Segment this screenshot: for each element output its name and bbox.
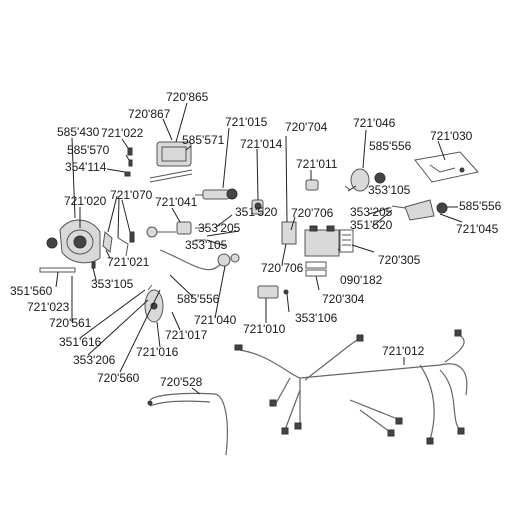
label-721045: 721'045 xyxy=(456,222,499,236)
label-585570: 585'570 xyxy=(67,143,110,157)
label-720528: 720'528 xyxy=(160,375,203,389)
label-351520a: 351'520 xyxy=(235,205,278,219)
label-721016: 721'016 xyxy=(136,345,179,359)
pad-part xyxy=(305,261,327,277)
wire-720528-part xyxy=(147,392,228,456)
fastener-parts-top-left xyxy=(124,147,133,177)
label-720304: 720'304 xyxy=(322,292,365,306)
label-585430: 585'430 xyxy=(57,125,100,139)
label-721040: 721'040 xyxy=(194,313,237,327)
switch-721010-part xyxy=(257,285,289,299)
label-721010: 721'010 xyxy=(243,322,286,336)
label-721012: 721'012 xyxy=(382,344,425,358)
label-721046: 721'046 xyxy=(353,116,396,130)
label-721023: 721'023 xyxy=(27,300,70,314)
main-harness-part xyxy=(234,329,468,445)
leader-lines xyxy=(55,102,463,395)
battery-part xyxy=(281,221,354,257)
label-090182: 090'182 xyxy=(340,273,383,287)
headlamp-part xyxy=(46,219,101,264)
label-351560: 351'560 xyxy=(10,284,53,298)
label-353106: 353'106 xyxy=(295,311,338,325)
label-721041: 721'041 xyxy=(155,195,198,209)
label-585571: 585'571 xyxy=(182,133,225,147)
connector-part xyxy=(305,179,319,191)
relay-part xyxy=(146,221,206,241)
label-721030: 721'030 xyxy=(430,129,473,143)
horn-part xyxy=(344,168,386,192)
sensor-part xyxy=(195,188,238,200)
label-721011: 721'011 xyxy=(296,157,338,171)
label-585556a: 585'556 xyxy=(369,139,412,153)
label-351616: 351'616 xyxy=(59,335,102,349)
pickup-part xyxy=(144,284,164,323)
label-720561: 720'561 xyxy=(49,316,92,330)
label-720305: 720'305 xyxy=(378,253,421,267)
label-353205b: 353'205 xyxy=(350,205,393,219)
label-721014: 721'014 xyxy=(240,137,283,151)
small-items-left xyxy=(39,261,96,273)
label-720867: 720'867 xyxy=(128,107,171,121)
label-720865: 720'865 xyxy=(166,90,209,104)
label-721022: 721'022 xyxy=(101,126,144,140)
label-720560: 720'560 xyxy=(97,371,140,385)
bracket-part xyxy=(102,231,135,257)
label-585556c: 585'556 xyxy=(177,292,220,306)
label-721017: 721'017 xyxy=(165,328,208,342)
label-721015: 721'015 xyxy=(225,115,268,129)
label-353105a: 353'105 xyxy=(185,238,228,252)
label-721070: 721'070 xyxy=(110,188,153,202)
label-721020: 721'020 xyxy=(64,194,107,208)
label-353105c: 353'105 xyxy=(91,277,134,291)
label-720704: 720'704 xyxy=(285,120,328,134)
cable-721040-part xyxy=(159,249,240,271)
label-353105b: 353'105 xyxy=(368,183,411,197)
label-351520b: 351'520 xyxy=(350,218,393,232)
label-585556b: 585'556 xyxy=(459,199,502,213)
label-353205a: 353'205 xyxy=(198,221,241,235)
instrument-panel-part xyxy=(149,141,193,183)
label-720706b: 720'706 xyxy=(261,261,304,275)
label-353206: 353'206 xyxy=(73,353,116,367)
label-720706a: 720'706 xyxy=(291,206,334,220)
callout-labels: 720'865 720'867 585'430 721'022 585'570 … xyxy=(10,90,502,389)
control-unit-part xyxy=(414,151,479,183)
label-354114: 354'114 xyxy=(65,160,107,174)
label-721021: 721'021 xyxy=(107,255,150,269)
right-sensor-part xyxy=(391,199,448,221)
